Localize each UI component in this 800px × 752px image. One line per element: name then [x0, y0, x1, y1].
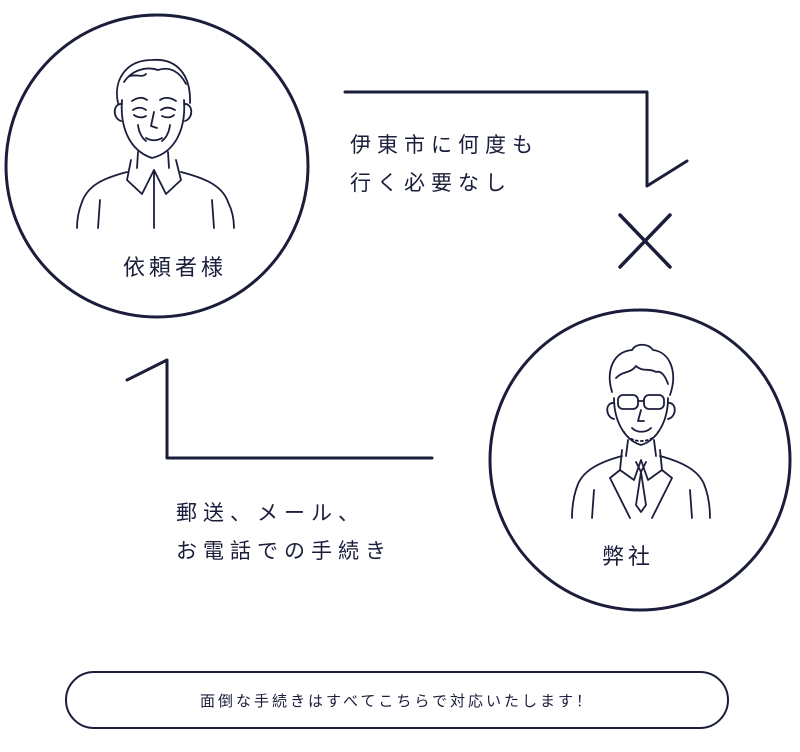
client-label: 依頼者様 — [122, 256, 227, 281]
bottom-flow-line-2: お電話での手続き — [176, 539, 392, 563]
businessman-with-glasses-icon — [571, 343, 711, 519]
client-circle — [4, 13, 310, 319]
bottom-connector-line — [125, 358, 434, 460]
footer-text: 面倒な手続きはすべてこちらで対応いたします！ — [200, 691, 594, 710]
footer-pill: 面倒な手続きはすべてこちらで対応いたします！ — [65, 671, 729, 729]
elderly-person-icon — [76, 59, 235, 229]
top-flow-note: 伊東市に何度も 行く必要なし — [350, 126, 539, 202]
bottom-flow-line-1: 郵送、メール、 — [176, 501, 365, 525]
top-connector-line — [343, 90, 689, 188]
top-flow-line-2: 行く必要なし — [350, 171, 512, 195]
bottom-flow-note: 郵送、メール、 お電話での手続き — [176, 494, 392, 570]
company-label: 弊社 — [601, 545, 654, 570]
cross-icon — [618, 213, 672, 269]
top-flow-line-1: 伊東市に何度も — [350, 133, 539, 157]
company-circle — [488, 308, 792, 612]
